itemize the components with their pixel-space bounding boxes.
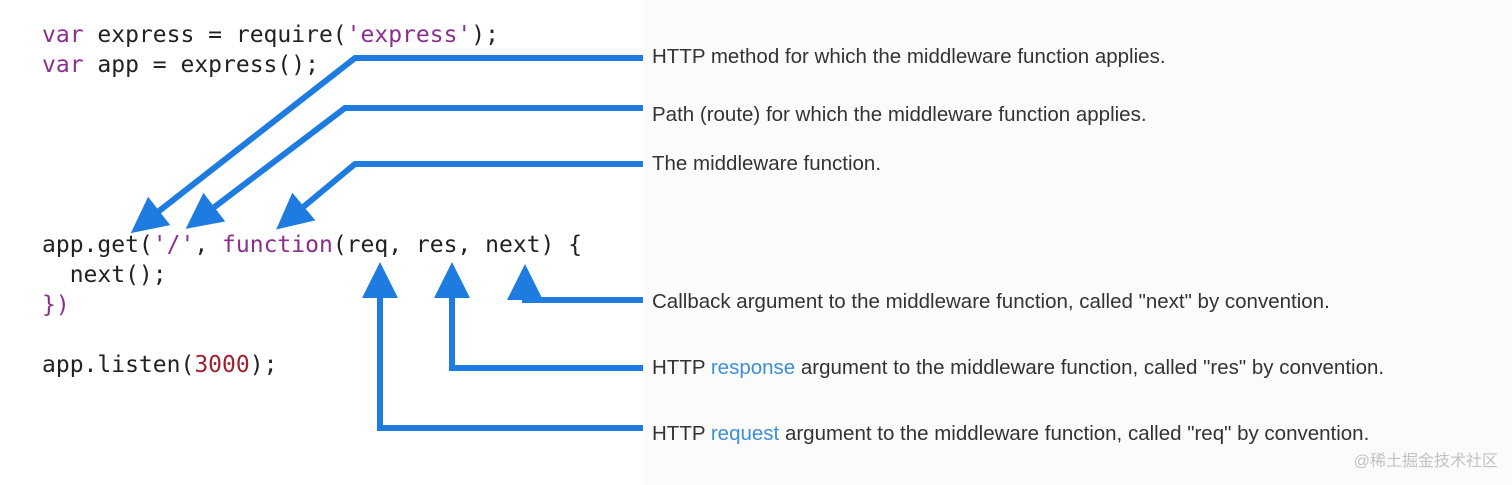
code-line-3: app.get('/', function(req, res, next) { <box>42 230 582 260</box>
request-link[interactable]: request <box>710 422 780 445</box>
code-text: (req, res, next) { <box>332 232 583 258</box>
response-link[interactable]: response <box>710 356 796 379</box>
arrow-next <box>507 264 643 303</box>
code-line-4: next(); <box>42 262 167 288</box>
watermark: @稀土掘金技术社区 <box>1353 453 1498 470</box>
annotation-text: HTTP <box>652 422 711 445</box>
code-text: ); <box>249 352 278 378</box>
annotation-text: argument to the middleware function, cal… <box>779 422 1370 445</box>
arrow-response <box>434 262 643 371</box>
code-text: app.get( <box>42 232 153 258</box>
arrow-function <box>276 161 643 230</box>
annotation-response: HTTP response argument to the middleware… <box>652 356 1384 380</box>
arrow-path <box>185 105 643 229</box>
annotation-method: HTTP method for which the middleware fun… <box>652 45 1166 68</box>
code-line-6: app.listen(3000); <box>42 350 277 380</box>
annotation-function: The middleware function. <box>652 152 882 175</box>
annotation-panel <box>643 0 1512 485</box>
annotation-next: Callback argument to the middleware func… <box>652 290 1330 313</box>
keyword-var: var <box>42 22 84 48</box>
annotation-request: HTTP request argument to the middleware … <box>652 422 1369 446</box>
code-text: , <box>194 232 223 258</box>
code-line-2: var app = express(); <box>42 50 319 80</box>
number-literal: 3000 <box>194 352 250 378</box>
arrow-method <box>130 55 643 234</box>
code-text: app.listen( <box>42 352 195 378</box>
code-text: express = require( <box>83 22 347 48</box>
keyword-function: function <box>222 232 333 258</box>
annotation-text: argument to the middleware function, cal… <box>795 356 1385 379</box>
code-line-1: var express = require('express'); <box>42 20 499 50</box>
annotation-text: HTTP <box>652 356 711 379</box>
code-text: app = express(); <box>83 52 319 78</box>
code-text: ); <box>471 22 499 48</box>
keyword-var: var <box>42 52 84 78</box>
code-line-5: }) <box>42 292 70 318</box>
string-literal: '/' <box>152 232 195 258</box>
annotation-path: Path (route) for which the middleware fu… <box>652 103 1147 126</box>
arrow-request <box>362 262 643 431</box>
string-literal: 'express' <box>346 22 472 48</box>
